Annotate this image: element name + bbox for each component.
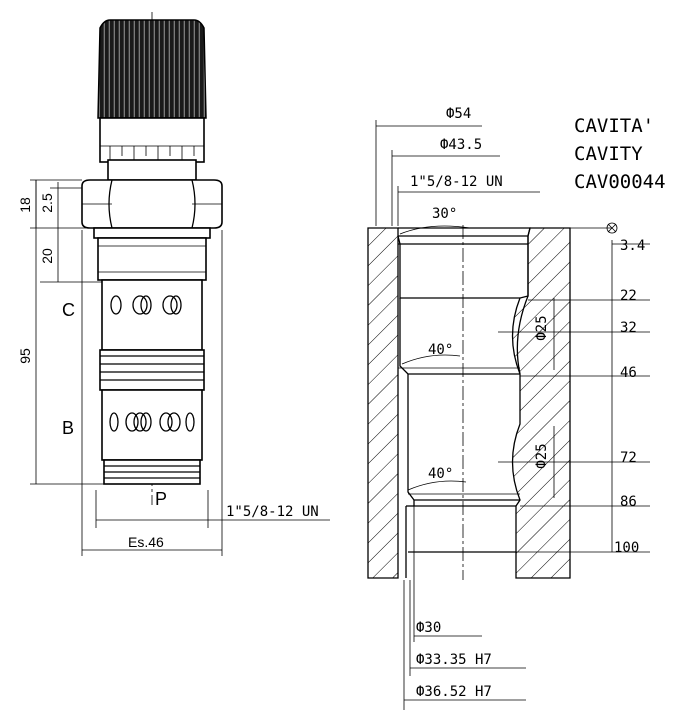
- dia-25-upper-label: Ф25: [534, 315, 550, 340]
- cavity-wall-left: [367, 227, 399, 579]
- dia-54-label: Ф54: [446, 106, 471, 122]
- cavity-bottom-dims: [403, 506, 526, 710]
- dia-36-52-label: Ф36.52 H7: [416, 684, 492, 700]
- cavity-thread-label: 1"5/8-12 UN: [410, 174, 503, 190]
- body-port-c: [101, 279, 203, 351]
- valve-dimensions: [30, 179, 104, 485]
- upper-thread: [97, 237, 207, 281]
- angle-40-upper-label: 40°: [428, 342, 453, 358]
- title-line3: CAV00044: [574, 171, 666, 193]
- cavity-depth-dims: [498, 222, 650, 553]
- valve-bottom-dims: [81, 230, 330, 556]
- depth-72: 72: [620, 450, 637, 466]
- cavity-view: [367, 120, 650, 710]
- depth-86: 86: [620, 494, 637, 510]
- port-c-holes: [110, 295, 182, 315]
- knurled-knob: [97, 19, 207, 119]
- depth-100: 100: [614, 540, 639, 556]
- dia-43-5-label: Ф43.5: [440, 137, 482, 153]
- port-b-holes: [109, 412, 195, 432]
- valve-thread-label: 1"5/8-12 UN: [226, 504, 319, 520]
- depth-32: 32: [620, 320, 637, 336]
- oring-groove-bottom: [103, 459, 201, 485]
- title-line1: CAVITA': [574, 115, 654, 137]
- depth-22: 22: [620, 288, 637, 304]
- nut-seat: [93, 227, 211, 239]
- dia-25-lower-label: Ф25: [534, 443, 550, 468]
- dim-20: 20: [39, 248, 55, 264]
- title-line2: CAVITY: [574, 143, 643, 165]
- dim-95: 95: [17, 348, 33, 364]
- angle-30-label: 30°: [432, 206, 457, 222]
- cavity-wall-right: [511, 227, 571, 579]
- dim-2-5: 2.5: [39, 193, 55, 213]
- cavity-upper-right-profile: [398, 227, 531, 375]
- body-port-b: [101, 389, 203, 461]
- knob-neck: [107, 159, 197, 181]
- depth-46: 46: [620, 365, 637, 381]
- dia-33-35-label: Ф33.35 H7: [416, 652, 492, 668]
- knob-collar: [99, 117, 205, 163]
- port-p-label: P: [155, 489, 167, 509]
- depth-3-4: 3.4: [620, 238, 645, 254]
- dim-18: 18: [17, 197, 33, 213]
- valve-view: [30, 12, 330, 556]
- dia-30-label: Ф30: [416, 620, 441, 636]
- angle-40-lower-label: 40°: [428, 466, 453, 482]
- knob-scale-ticks: [109, 146, 195, 160]
- cavity-top-dims: [375, 120, 540, 226]
- oring-groove-mid: [99, 349, 205, 391]
- port-c-label: C: [62, 300, 75, 320]
- hex-size-label: Es.46: [128, 534, 164, 550]
- port-b-label: B: [62, 418, 74, 438]
- hex-nut: [81, 179, 223, 229]
